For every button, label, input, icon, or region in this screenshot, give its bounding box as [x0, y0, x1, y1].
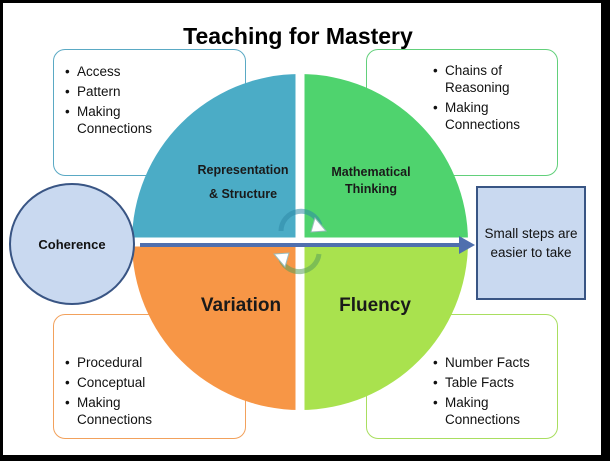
- label-representation: Representation & Structure: [197, 163, 289, 201]
- label-fluency: Fluency: [339, 295, 411, 316]
- list-item: Making Connections: [62, 103, 167, 137]
- list-item: Table Facts: [430, 374, 535, 391]
- diagram-canvas: Teaching for Mastery Access Pattern Maki…: [3, 3, 601, 455]
- list-item: Procedural: [62, 354, 167, 371]
- list-item: Pattern: [62, 83, 167, 100]
- list-item: Making Connections: [62, 394, 167, 428]
- arrow-head-icon: [459, 236, 475, 254]
- quadrant-fluency: [300, 242, 468, 410]
- list-item: Chains of Reasoning: [430, 62, 530, 96]
- label-mathematical: Mathematical Thinking: [331, 165, 411, 196]
- coherence-circle: Coherence: [9, 183, 135, 305]
- list-item: Number Facts: [430, 354, 535, 371]
- list-item: Conceptual: [62, 374, 167, 391]
- quadrant-representation: [132, 74, 300, 242]
- small-steps-box: Small steps are easier to take: [476, 186, 586, 300]
- diagram-title: Teaching for Mastery: [183, 23, 413, 49]
- list-item: Making Connections: [430, 99, 535, 133]
- label-variation: Variation: [200, 295, 282, 316]
- quadrant-variation: [132, 242, 300, 410]
- list-item: Access: [62, 63, 167, 80]
- quadrant-circle: [129, 71, 475, 415]
- quadrant-mathematical: [300, 74, 468, 242]
- list-item: Making Connections: [430, 394, 535, 428]
